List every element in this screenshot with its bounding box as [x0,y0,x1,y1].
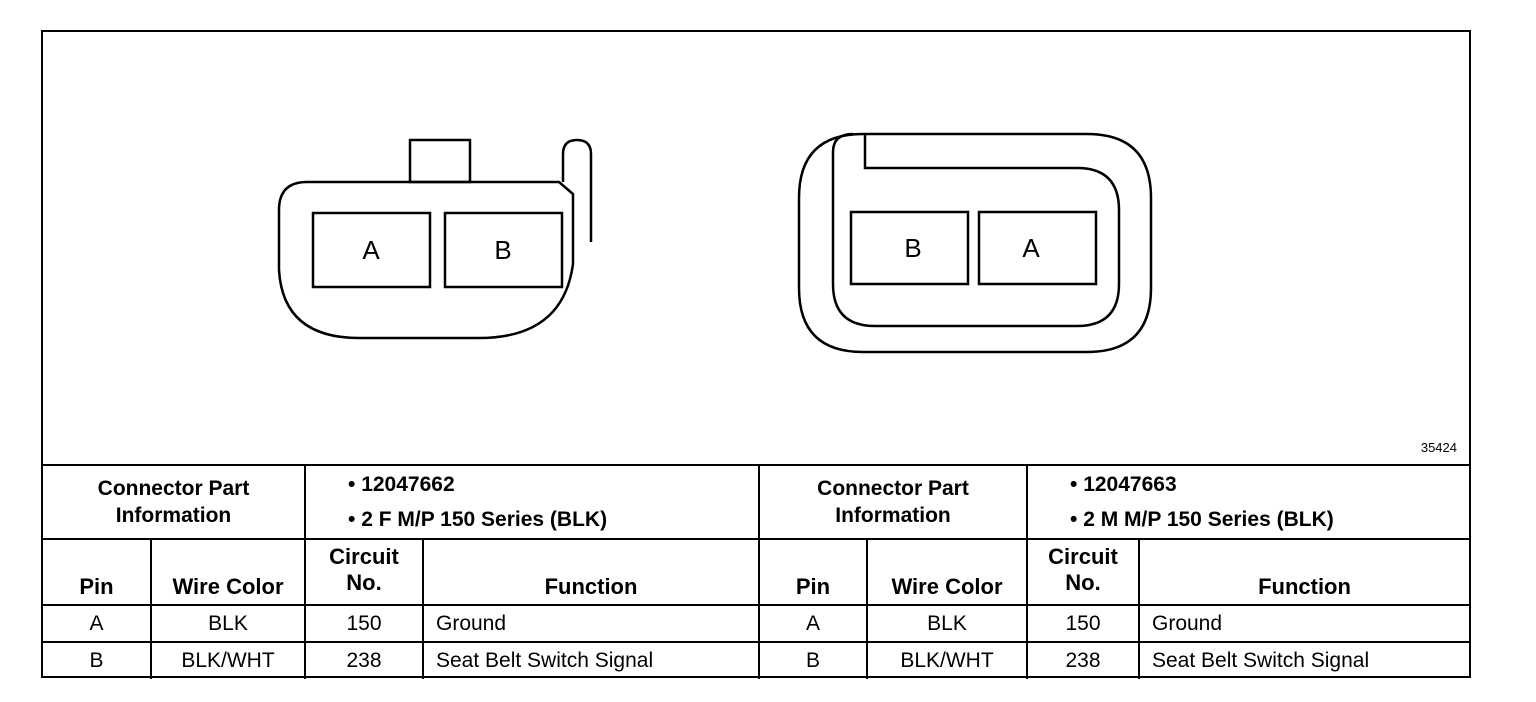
connector-drawings: A B B A [277,132,1153,354]
part-number-right: • 12047663 [1070,473,1177,496]
part-info-right: • 12047663 • 2 M M/P 150 Series (BLK) [1025,464,1470,540]
part-series-left: • 2 F M/P 150 Series (BLK) [348,508,608,531]
wire-color-cell: BLK/WHT [866,641,1028,679]
male-pin-label-1: B [904,233,921,263]
function-cell: Ground [422,604,760,643]
col-header-pin: Pin [758,538,868,606]
pin-cell: A [43,604,152,643]
circuit-cell: 150 [1026,604,1140,643]
female-connector-lock-tab [561,138,593,242]
female-connector-body [277,180,575,340]
male-connector [797,132,1153,354]
figure-id: 35424 [1420,440,1457,455]
male-pin-label-2: A [1022,233,1040,263]
wire-color-cell: BLK [150,604,306,643]
pin-cell: A [758,604,868,643]
col-header-function: Function [422,538,760,606]
circuit-cell: 150 [304,604,424,643]
wire-color-cell: BLK [866,604,1028,643]
function-cell: Seat Belt Switch Signal [1137,641,1470,679]
circuit-cell: 238 [304,641,424,679]
col-header-wire-color: Wire Color [150,538,306,606]
male-cavity-left [849,210,970,286]
male-connector-body [797,132,1153,354]
function-cell: Ground [1137,604,1470,643]
female-cavity-right [443,211,564,289]
pin-cell: B [758,641,868,679]
col-header-wire-color: Wire Color [866,538,1028,606]
col-header-pin: Pin [43,538,152,606]
female-pin-label-1: A [362,235,380,265]
pin-cell: B [43,641,152,679]
female-connector [277,138,593,340]
female-pin-label-2: B [494,235,511,265]
female-cavity-left [311,211,432,289]
part-number-left: • 12047662 [348,473,455,496]
table-row: A BLK 150 Ground A BLK 150 Ground [43,604,1470,643]
part-series-right: • 2 M M/P 150 Series (BLK) [1070,508,1334,531]
table-row: B BLK/WHT 238 Seat Belt Switch Signal B … [43,641,1470,679]
male-connector-inner-shroud [831,132,1121,328]
male-cavity-right [977,210,1098,286]
female-connector-latch [408,138,472,184]
col-header-function: Function [1137,538,1470,606]
part-info-left: • 12047662 • 2 F M/P 150 Series (BLK) [304,464,760,540]
circuit-cell: 238 [1026,641,1140,679]
wire-color-cell: BLK/WHT [150,641,306,679]
function-cell: Seat Belt Switch Signal [422,641,760,679]
